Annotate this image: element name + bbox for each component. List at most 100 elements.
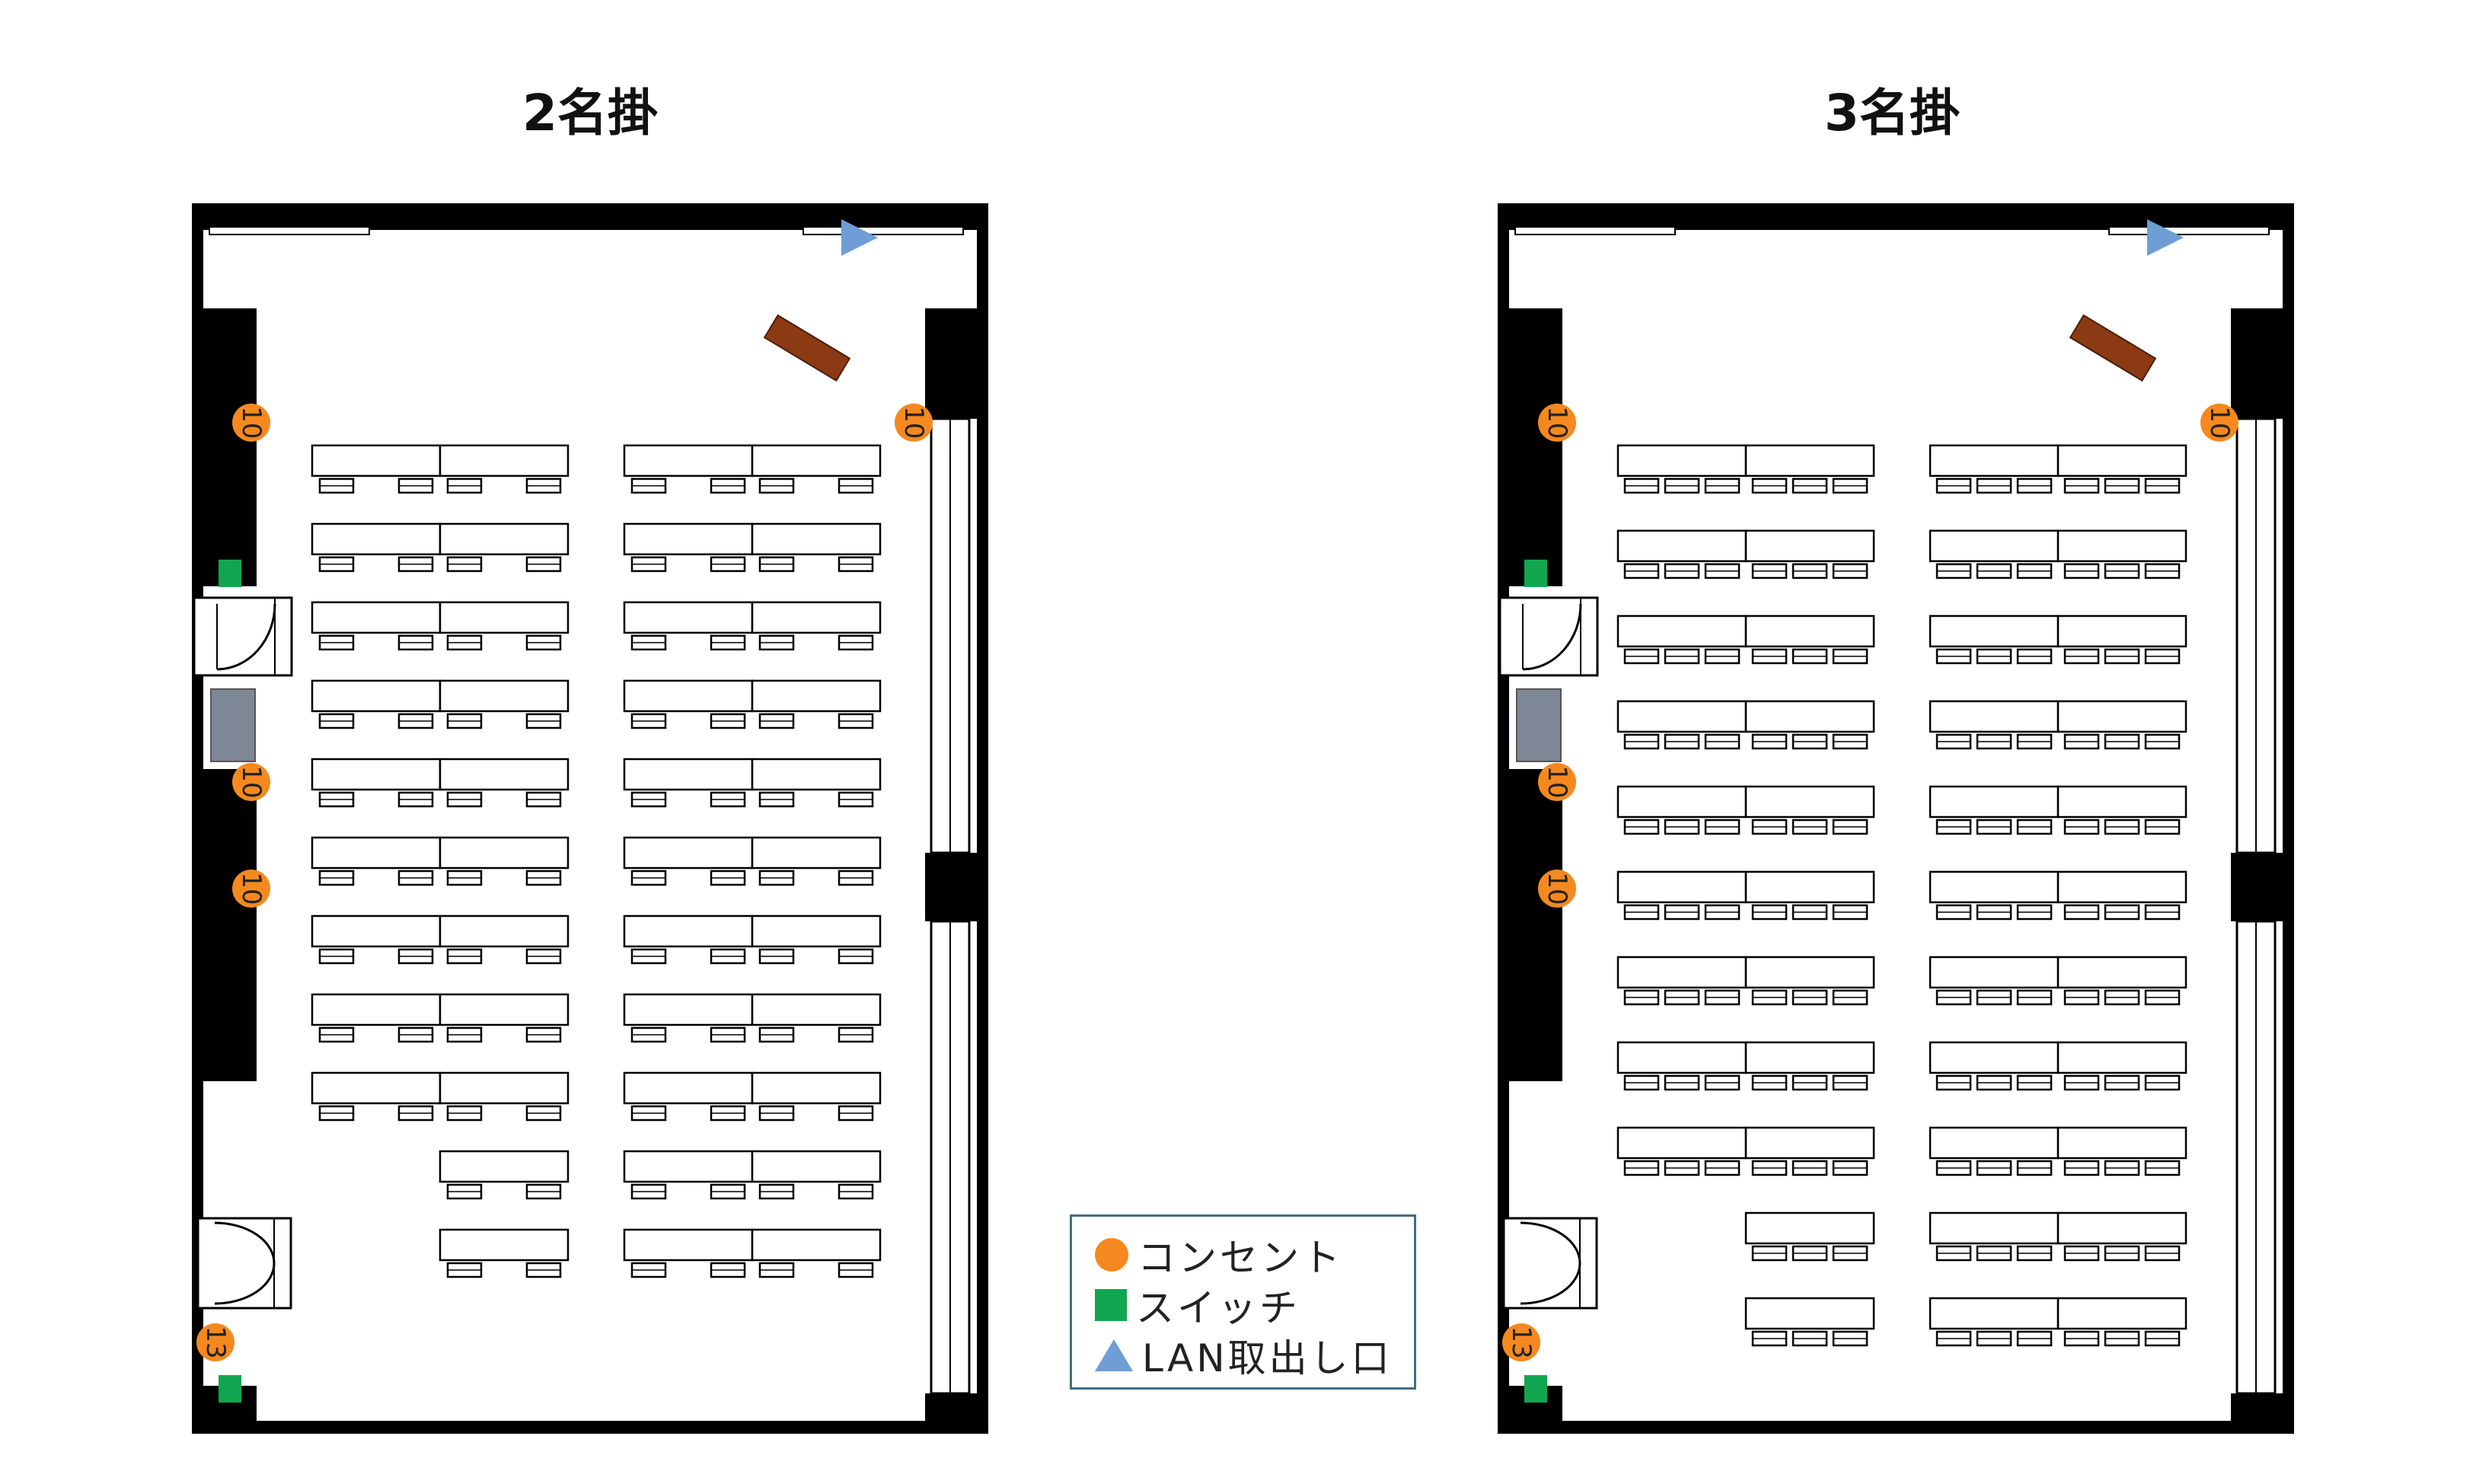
wall-bottom <box>194 1421 986 1431</box>
desk-with-chairs <box>439 1228 570 1278</box>
desk <box>623 1071 754 1105</box>
desk <box>1744 529 1875 563</box>
window-top <box>803 226 964 235</box>
desk <box>1744 700 1875 733</box>
desk <box>1744 1211 1875 1245</box>
legend-item-lan: LAN取出し口 <box>1095 1332 1393 1380</box>
desk <box>623 1228 754 1262</box>
desk <box>623 1150 754 1183</box>
desk <box>1929 529 2060 563</box>
desk-with-chairs <box>311 836 570 886</box>
outlet-capacity-label: 10 <box>236 406 266 439</box>
wall-right-column <box>925 853 986 921</box>
desk <box>1744 1297 1875 1330</box>
switch-icon <box>1095 1289 1127 1321</box>
switch-icon <box>219 560 241 587</box>
desk <box>311 836 442 870</box>
outlet-circle <box>232 404 270 442</box>
lan-port-icon <box>1095 1339 1133 1371</box>
title-two-seat-layout: 2名掛 <box>522 84 658 142</box>
desk-with-chairs <box>623 758 882 808</box>
window-top <box>2108 226 2270 235</box>
desk-with-chairs <box>1616 700 1875 750</box>
desk-with-chairs <box>623 1228 882 1278</box>
wall-right-column <box>2231 308 2292 419</box>
desk-with-chairs <box>623 601 882 651</box>
desk <box>439 601 570 634</box>
desk <box>623 601 754 634</box>
outlet-icon <box>1095 1238 1128 1272</box>
desk <box>1929 956 2060 989</box>
wall-right <box>2283 206 2292 1431</box>
control-panel <box>1516 688 1562 762</box>
outlet-icon: 10 <box>1538 870 1576 908</box>
desk <box>751 679 882 713</box>
desk <box>2057 870 2187 904</box>
wall-right-column <box>925 1393 986 1431</box>
desk <box>1616 529 1747 563</box>
desk-with-chairs <box>1929 700 2187 750</box>
legend-item-switch: スイッチ <box>1095 1282 1300 1330</box>
desk-with-chairs <box>439 1150 570 1200</box>
desk <box>1929 1297 2060 1330</box>
door-swing <box>214 1221 276 1264</box>
outlet-circle <box>232 763 270 801</box>
desk-with-chairs <box>1929 1211 2187 1262</box>
desk <box>751 836 882 870</box>
door-frame <box>1498 596 1599 677</box>
legend-label-outlet: コンセント <box>1138 1236 1343 1280</box>
desk-with-chairs <box>311 1071 570 1122</box>
legend: コンセント スイッチ LAN取出し口 <box>1070 1214 1416 1390</box>
outlet-icon: 10 <box>1538 763 1576 801</box>
outlet-circle <box>1538 870 1576 908</box>
desk <box>2057 444 2187 477</box>
desk <box>439 444 570 477</box>
desk-with-chairs <box>1616 870 1875 921</box>
desk <box>623 522 754 556</box>
desk <box>1616 1126 1747 1160</box>
desk-with-chairs <box>623 836 882 886</box>
desk <box>311 522 442 556</box>
desk-with-chairs <box>1616 785 1875 835</box>
door-swing <box>1520 1221 1581 1264</box>
door-swing <box>216 603 276 671</box>
door <box>193 596 293 677</box>
desk <box>1744 956 1875 989</box>
desk-with-chairs <box>1744 1211 1875 1262</box>
desk <box>751 601 882 634</box>
desk <box>1929 1041 2060 1074</box>
desk-with-chairs <box>623 914 882 965</box>
desk <box>1744 870 1875 904</box>
desk <box>751 1228 882 1262</box>
desk <box>1616 614 1747 648</box>
desk-with-chairs <box>623 1150 882 1200</box>
desk <box>1744 1041 1875 1074</box>
desk <box>2057 1126 2187 1160</box>
outlet-capacity-label: 10 <box>236 765 266 798</box>
desk <box>1616 444 1747 477</box>
desk-with-chairs <box>1929 529 2187 579</box>
door-swing <box>1520 1262 1581 1305</box>
desk <box>1616 870 1747 904</box>
outlet-icon: 10 <box>232 870 270 908</box>
room-outline <box>192 203 988 1434</box>
desk <box>439 1228 570 1262</box>
desk-with-chairs <box>1616 614 1875 665</box>
outlet-capacity-label: 10 <box>2204 406 2235 439</box>
desk-with-chairs <box>1616 529 1875 579</box>
lectern <box>763 314 851 382</box>
door-frame <box>196 1217 292 1310</box>
door <box>1498 596 1599 677</box>
wall-right-column <box>925 308 986 419</box>
outlet-circle <box>232 870 270 908</box>
desk-with-chairs <box>1929 956 2187 1006</box>
desk <box>1929 614 2060 648</box>
desk-with-chairs <box>1616 956 1875 1006</box>
outlet-circle <box>1538 763 1576 801</box>
desk <box>623 914 754 948</box>
outlet-icon: 13 <box>1502 1323 1540 1361</box>
desk-with-chairs <box>311 914 570 965</box>
desk-with-chairs <box>1616 444 1875 494</box>
lan-port-icon <box>841 219 878 256</box>
